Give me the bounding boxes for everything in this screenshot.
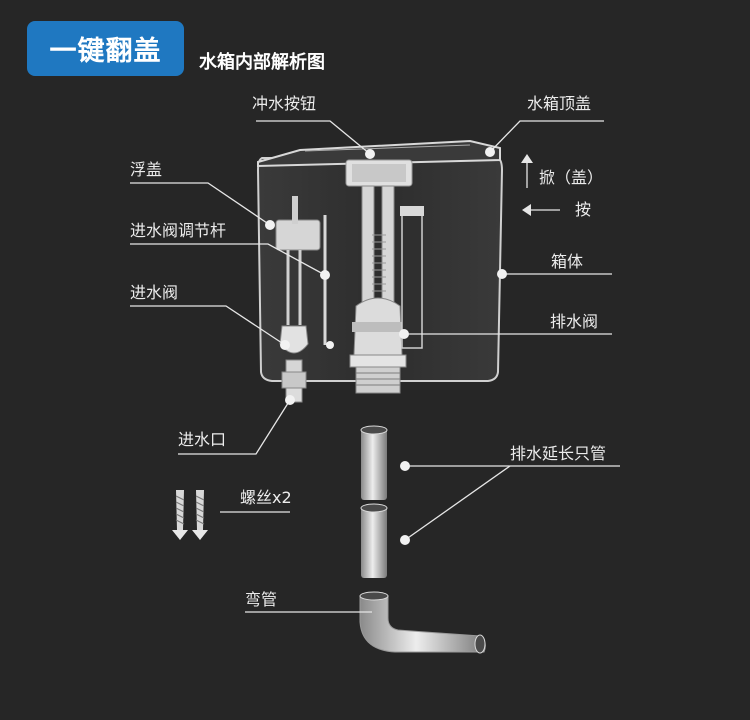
arrow-left-icon xyxy=(522,204,531,216)
arrow-up-icon xyxy=(521,154,533,163)
arrow-heads xyxy=(521,154,533,216)
drain-extension-pipes xyxy=(360,425,388,578)
label-inlet-valve: 进水阀 xyxy=(130,283,179,302)
label-screw: 螺丝x2 xyxy=(240,488,292,507)
label-drain-extension: 排水延长只管 xyxy=(510,444,607,463)
label-tank-lid: 水箱顶盖 xyxy=(527,94,592,113)
label-inlet-port: 进水口 xyxy=(178,430,227,449)
diagram-title: 水箱内部解析图 xyxy=(199,52,325,73)
label-tank-body: 箱体 xyxy=(551,252,584,271)
label-flush-button: 冲水按钮 xyxy=(252,94,317,113)
label-inlet-adjust-rod: 进水阀调节杆 xyxy=(130,221,227,240)
elbow-pipe xyxy=(359,591,486,654)
callout-dots xyxy=(265,147,507,545)
flush-button-part xyxy=(345,159,413,307)
screw-icons xyxy=(172,490,208,540)
label-elbow: 弯管 xyxy=(245,590,278,609)
callout-lines xyxy=(130,120,620,613)
label-drain-valve: 排水阀 xyxy=(550,312,599,331)
label-lift: 掀（盖） xyxy=(539,168,604,187)
header-badge: 一键翻盖 xyxy=(27,21,184,76)
drain-valve-part xyxy=(349,206,424,394)
label-float-cap: 浮盖 xyxy=(130,160,163,179)
label-press: 按 xyxy=(575,200,592,219)
